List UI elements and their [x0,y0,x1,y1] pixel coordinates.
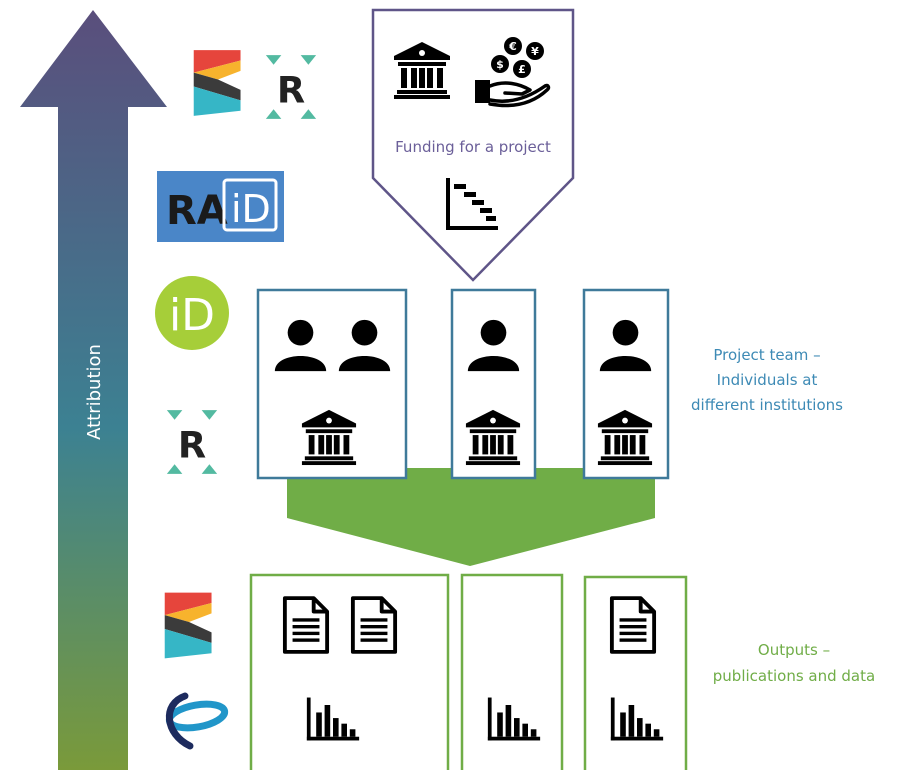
orcid-text: iD [169,290,215,341]
funding-callout: € ¥ $ £ Funding for a project [371,8,575,282]
document-icon [612,598,654,652]
team-to-outputs-funnel [287,468,655,566]
outputs-label-line1: Outputs – [758,641,830,659]
arrow-label: Attribution [84,344,105,440]
crossref-logo [165,692,229,750]
raid-id-text: iD [231,187,271,231]
ror-logo-top [265,55,317,119]
svg-text:$: $ [496,58,504,71]
attribution-arrow: Attribution [20,10,167,770]
team-label-line2: Individuals at [717,371,818,389]
svg-text:€: € [508,40,517,53]
team-box-2 [450,288,537,480]
outputs-label-line2: publications and data [713,667,875,685]
team-label-line3: different institutions [691,396,843,414]
output-box-3 [583,575,688,770]
raid-logo: RA iD [157,171,284,242]
datacite-logo-top [193,50,241,116]
output-box-1 [249,573,450,770]
gantt-icon [446,178,498,230]
funding-label: Funding for a project [395,138,551,156]
team-box-3 [582,288,670,480]
raid-ra-text: RA [166,188,228,234]
ror-logo-team [166,410,218,474]
document-icon [285,598,327,652]
output-box-2 [460,573,564,770]
orcid-logo: iD [155,276,229,350]
svg-text:£: £ [518,63,526,76]
team-label-line1: Project team – [713,346,820,364]
document-icon [353,598,395,652]
money-hand-icon: € ¥ $ £ [475,37,551,108]
datacite-logo-outputs [164,592,212,659]
svg-text:¥: ¥ [531,45,539,58]
team-box-1 [256,288,408,480]
